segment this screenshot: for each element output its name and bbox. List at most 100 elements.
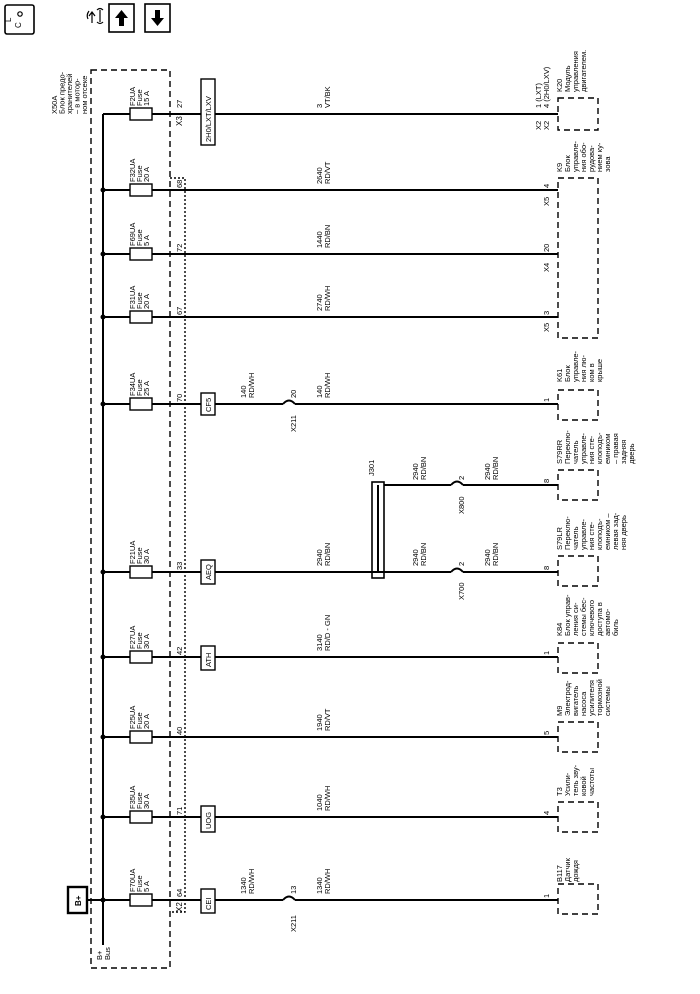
circuit-row: F35UAFuse30 A 71 UOG 1040RD/WH 4 T3Усили… [103,764,599,833]
bplus-label: B+ [74,895,83,906]
fuse-symbol [129,397,153,411]
wire-label: 3140RD/D - GN [315,615,332,651]
arrow-up-button[interactable] [108,3,135,33]
inline-connector-label: X211 [289,915,298,932]
module-label: K20Модульуправлениядвигателем. [555,50,588,92]
fuse-symbol [129,650,153,664]
option-tag: ATH [200,645,216,671]
inline-connector-label: X211 [289,415,298,432]
diagnostic-tool-button[interactable] [86,7,104,25]
module-box [557,642,599,674]
svg-text:AEQ: AEQ [204,564,213,580]
fuse-label: F31UAFuse20 A [128,286,151,309]
wire-label: 2940RD/BN [411,543,428,566]
bus-label: B+ Bus [95,947,112,960]
inline-connector-label: X700 [457,582,466,600]
fuse-symbol [129,247,153,261]
module-box-k9 [557,177,599,339]
svg-text:UOG: UOG [204,812,213,829]
module-box [557,97,599,131]
fuse-label: F69UAFuse5 A [128,223,151,246]
inline-pin-label: 13 [289,886,298,894]
splice-label: J301 [367,460,376,476]
fuse-label: F2UAFuse15 A [128,87,151,106]
wire-label: 2940RD/BN [483,457,500,480]
diagnostic-tool-icon [86,7,104,25]
end-pin-label: 1 [542,651,551,655]
wire-label: 140RD/WH [315,373,332,398]
arrow-down-button[interactable] [144,3,171,33]
option-tag: CF5 [200,392,216,416]
svg-text:2H0/LXT/LXV: 2H0/LXT/LXV [204,96,213,142]
end-connector-label: X4 [542,263,551,272]
wire-label: 2940RD/BN [315,543,332,566]
module-label: K84Блок управ-ления си-стемы бес-ключево… [555,594,620,636]
module-box [557,469,599,501]
wire-label: 3VT/BK [315,86,332,108]
wire-label: 1340RD/WH [239,869,256,894]
connector-x2-outline [170,177,186,913]
module-box [557,389,599,421]
end-pin-label: 1 (LXT)4 (2H0/LXV) [534,66,551,108]
svg-text:CF5: CF5 [204,398,213,412]
circuit-row: F27UAFuse30 A 42 ATH 3140RD/D - GN 1 K84… [103,594,620,674]
fuse-label: F25UAFuse20 A [128,706,151,729]
end-pin-label: 8 [542,479,551,483]
option-tag: AEQ [200,559,216,585]
module-label: K9Блокуправле-ния обо-рудова-нием ку-зов… [555,140,612,172]
module-label: S79LRПереклю-чательуправле-ния сте-клопо… [555,512,628,550]
inline-pin-label: 20 [289,390,298,398]
wire-label: 1440RD/BN [315,225,332,248]
circuit-row: F25UAFuse20 A 40 1940RD/VT 5 M9Электрод-… [103,679,612,753]
wire-label: 1940RD/VT [315,708,332,731]
fuse-symbol [129,810,153,824]
pin-label: 71 [175,807,184,815]
module-box [557,801,599,833]
inline-pin-label: 2 [457,476,466,480]
end-pin-label: 8 [542,566,551,570]
wire-label: 2940RD/BN [411,457,428,480]
option-tag: CEI [200,888,216,914]
pin-label: 67 [175,307,184,315]
circuit-row: F32UAFuse20 A 68 2640RD/VT 4 X5 K9Блокуп… [103,140,612,206]
svg-text:ATH: ATH [204,653,213,667]
wire-label: 2740RD/WH [315,286,332,311]
end-pin-label: 1 [542,398,551,402]
module-label: T3Усили-тель зву-ковойчастоты [555,764,596,796]
end-pin-label: 20 [542,244,551,252]
circuit-row: F31UAFuse20 A 67 2740RD/WH 3 X5 [103,286,558,332]
fuse-symbol [129,565,153,579]
end-connector-label: X2X2 [534,121,551,130]
svg-text:L: L [4,17,13,22]
circuit-row: F2UAFuse15 A 27 2H0/LXT/LXV 3VT/BK 1 (LX… [103,50,599,146]
location-button[interactable]: L C [4,4,35,35]
pin-label: 72 [175,244,184,252]
circuit-row: F69UAFuse5 A 72 1440RD/BN 20 X4 [103,223,558,272]
location-icon: L C [4,11,23,28]
fuse-label: F27UAFuse30 A [128,626,151,649]
circuit-row: F70UAFuse5 A 64 CEI 1340RD/WH 13 X211 13… [103,857,599,932]
bplus-terminal: B+ [66,885,89,915]
fuse-symbol [129,183,153,197]
end-connector-label: X5 [542,323,551,332]
module-label: K61Блокуправле-ния лю-ком вкрыше [555,350,604,382]
connector-x3-label: X3 [175,116,184,126]
bus-junctions [100,187,106,903]
end-pin-label: 4 [542,184,551,188]
wire-label: 1340RD/WH [315,869,332,894]
pin-label: 40 [175,727,184,735]
pin-label: 42 [175,647,184,655]
module-label: M9Электрод-вигательнасосаусилителятормоз… [555,679,612,716]
inline-pin-label: 2 [457,562,466,566]
fuse-block-outline [90,69,171,969]
fuse-label: F70UAFuse5 A [128,869,151,892]
option-tag: 2H0/LXT/LXV [200,78,216,146]
fuse-symbol [129,893,153,907]
pin-label: 68 [175,180,184,188]
end-pin-label: 4 [542,811,551,815]
module-box [557,555,599,587]
end-connector-label: X5 [542,197,551,206]
fuse-symbol [129,730,153,744]
end-pin-label: 1 [542,894,551,898]
